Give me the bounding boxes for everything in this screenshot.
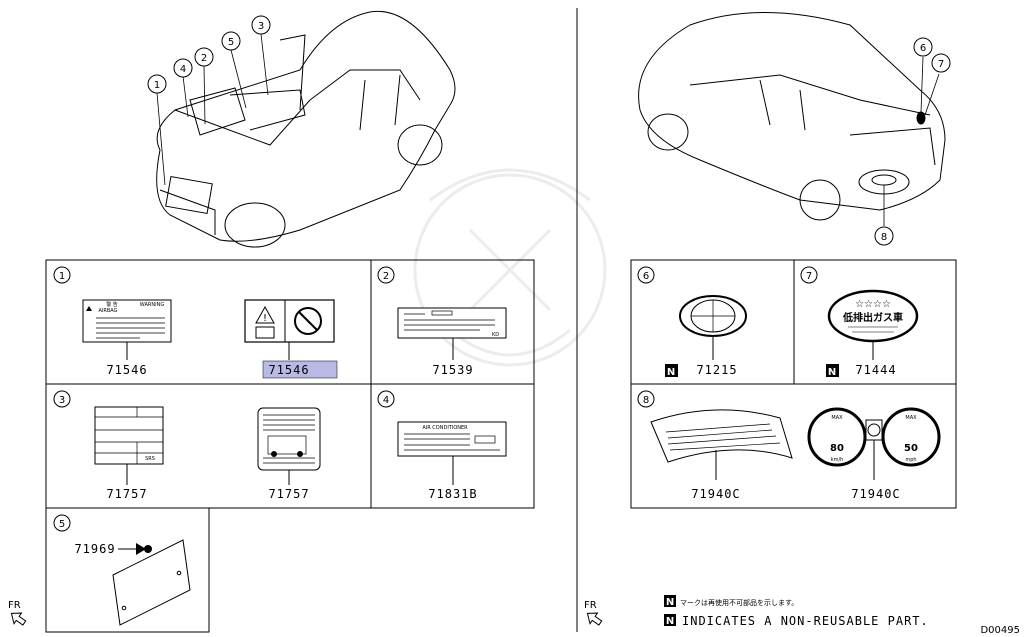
- non-reusable-mark-7: [826, 364, 839, 377]
- speed-50-text: 50: [904, 443, 918, 454]
- grid-callout-3[interactable]: 3: [59, 395, 65, 406]
- part-71757-b[interactable]: 71757: [268, 487, 309, 501]
- highlight-box: [262, 360, 338, 379]
- callout-2[interactable]: 2: [201, 53, 207, 64]
- grid-callout-6[interactable]: 6: [643, 271, 649, 282]
- air-conditioner-label: AIR CONDITIONER: [397, 421, 507, 485]
- left-grid: [45, 259, 535, 633]
- leaders-left: [156, 33, 269, 186]
- legend-en-line: INDICATES A NON-REUSABLE PART.: [682, 614, 929, 628]
- grid-callout-2[interactable]: 2: [383, 271, 389, 282]
- tire-pressure-label: KD: [397, 307, 507, 360]
- callout-6[interactable]: 6: [920, 43, 926, 54]
- part-71444[interactable]: 71444: [855, 363, 896, 377]
- stars-text: ☆☆☆☆: [855, 299, 891, 310]
- mph-text: mph: [905, 457, 916, 463]
- fr-text-left: FR: [8, 600, 21, 611]
- speed-80-text: 80: [830, 443, 844, 454]
- svg-text:!: !: [263, 313, 267, 324]
- warning-head-text: 警 告: [106, 301, 118, 308]
- grid-callout-1[interactable]: 1: [59, 271, 65, 282]
- part-71940c-b[interactable]: 71940C: [851, 487, 900, 501]
- srs-label: SRS: [94, 406, 164, 485]
- airbag-text: AIRBAG: [98, 308, 117, 314]
- clip-and-plate: [112, 539, 191, 626]
- car-rear-view: [638, 12, 946, 221]
- legend-n-glyph-1: N: [666, 597, 674, 608]
- callout-circles-cars: [147, 15, 951, 246]
- part-71831b[interactable]: 71831B: [428, 487, 477, 501]
- part-71215[interactable]: 71215: [696, 363, 737, 377]
- grid-callout-4[interactable]: 4: [383, 395, 389, 406]
- callout-7[interactable]: 7: [938, 59, 944, 70]
- car-front-view: [156, 10, 456, 248]
- sunvisor-airbag-label: !: [244, 299, 335, 360]
- part-71940c-a[interactable]: 71940C: [691, 487, 740, 501]
- right-grid: [630, 259, 957, 509]
- callout-1[interactable]: 1: [154, 80, 160, 91]
- spare-tire-label-banner: [650, 409, 793, 480]
- srs-text: SRS: [145, 456, 155, 462]
- part-71546-a[interactable]: 71546: [106, 363, 147, 377]
- n-glyph-6: N: [667, 367, 675, 378]
- leaders-right: [883, 56, 940, 226]
- legend-jp-line: マークは再使用不可部品を示します。: [680, 598, 798, 607]
- grid-callout-circles: [53, 266, 818, 532]
- low-emission-text: 低排出ガス車: [842, 311, 903, 324]
- grid-callout-8[interactable]: 8: [643, 395, 649, 406]
- part-71757-a[interactable]: 71757: [106, 487, 147, 501]
- fr-text-right: FR: [584, 600, 597, 611]
- callout-numbers-cars: 1 4 2 5 3 6 7 8: [154, 21, 944, 243]
- grid-callout-numbers: 1 2 3 4 5 6 7 8: [59, 271, 812, 530]
- callout-3[interactable]: 3: [258, 21, 264, 32]
- legend-n-glyph-2: N: [666, 616, 674, 627]
- low-emission-emblem-7: ☆☆☆☆ 低排出ガス車: [827, 289, 919, 360]
- callout-8[interactable]: 8: [881, 232, 887, 243]
- kd-text: KD: [492, 332, 499, 338]
- max-text-1: MAX: [831, 415, 843, 421]
- caution-card: [257, 407, 321, 485]
- non-reusable-mark-6: [665, 364, 678, 377]
- grid-callout-5[interactable]: 5: [59, 519, 65, 530]
- max-text-2: MAX: [905, 415, 917, 421]
- part-71546-b-highlighted[interactable]: 71546: [268, 363, 309, 377]
- warning-airbag-label: 警 告 WARNING AIRBAG: [82, 299, 172, 360]
- kmh-text: km/h: [831, 457, 844, 463]
- emission-emblem-6: [679, 295, 747, 360]
- ac-title-text: AIR CONDITIONER: [422, 425, 468, 431]
- non-reusable-legend: N マークは再使用不可部品を示します。 N INDICATES A NON-RE…: [664, 595, 929, 628]
- warning-sub-text: WARNING: [140, 302, 165, 308]
- front-marker-left: FR: [8, 600, 27, 626]
- n-glyph-7: N: [828, 367, 836, 378]
- spare-tire-speed-label: MAX 80 km/h MAX 50 mph: [807, 407, 941, 480]
- watermark-logo: [413, 168, 607, 367]
- part-71969[interactable]: 71969: [74, 542, 115, 556]
- callout-5[interactable]: 5: [228, 37, 234, 48]
- grid-callout-7[interactable]: 7: [806, 271, 812, 282]
- callout-4[interactable]: 4: [180, 64, 186, 75]
- diagram-code: D00495: [980, 625, 1020, 636]
- front-marker-right: FR: [584, 600, 603, 626]
- part-71539[interactable]: 71539: [432, 363, 473, 377]
